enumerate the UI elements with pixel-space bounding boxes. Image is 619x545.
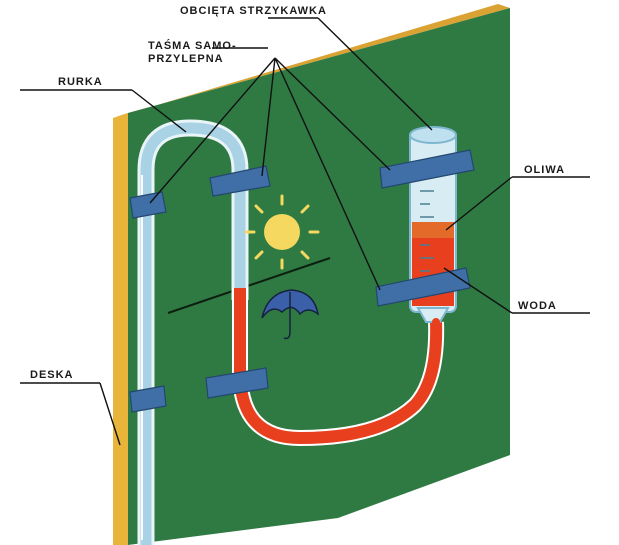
label-tube: RURKA: [58, 76, 103, 88]
label-syringe: OBCIĘTA STRZYKAWKA: [180, 5, 327, 17]
board-top-edge: [113, 4, 510, 118]
water-tube-fill: [234, 288, 443, 445]
label-water: WODA: [518, 300, 557, 312]
umbrella-icon: [261, 289, 320, 340]
tape-syringe-bottom: [375, 267, 471, 307]
board-edge: [113, 113, 128, 545]
leader-lines: [20, 17, 590, 446]
tape-bend-right: [209, 165, 271, 197]
tape-right-bottom: [205, 367, 269, 399]
tube-glass-inner: [140, 122, 246, 545]
tape-syringe-top: [379, 149, 475, 189]
board-line: [167, 257, 331, 314]
oil-layer: [412, 222, 454, 238]
label-tape-line2: PRZYLEPNA: [148, 53, 224, 65]
label-board: DESKA: [30, 369, 74, 381]
label-tape-line1: TAŚMA SAMO-: [148, 40, 237, 52]
tape-left-bottom: [129, 385, 167, 413]
nozzle-tip: [432, 318, 440, 326]
label-oil: OLIWA: [524, 164, 566, 176]
syringe-top: [409, 126, 457, 144]
tape-strips: [129, 149, 475, 413]
tape-left-top: [129, 191, 167, 219]
sun-icon: [244, 194, 320, 270]
